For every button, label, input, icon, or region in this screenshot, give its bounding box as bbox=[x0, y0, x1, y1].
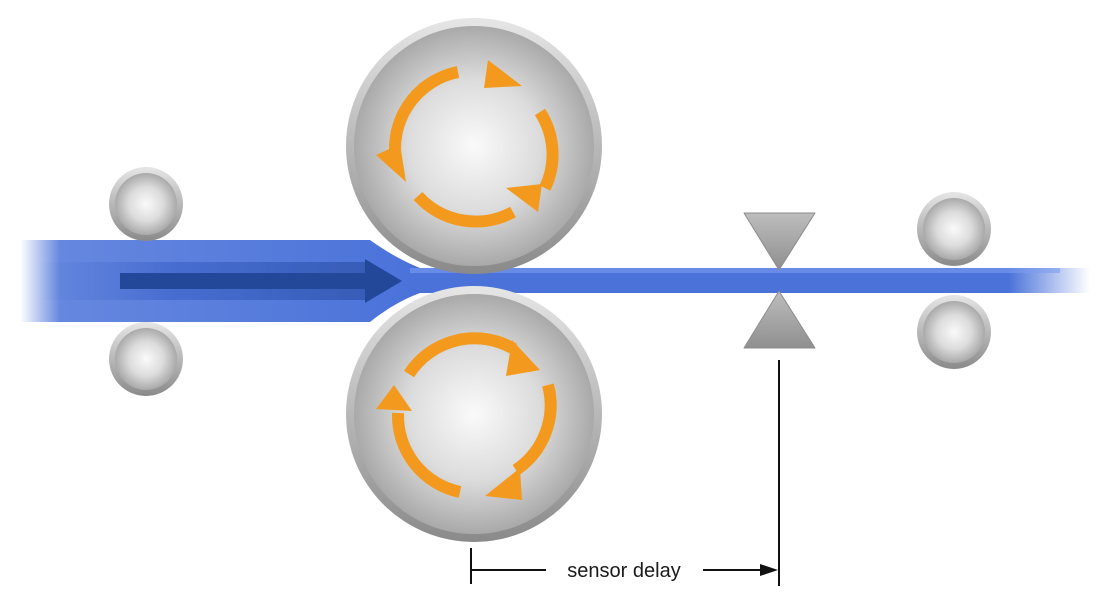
outgoing-strip-highlight bbox=[410, 268, 1060, 273]
thickness-sensor bbox=[743, 212, 816, 349]
sensor-delay-dimension bbox=[470, 360, 780, 586]
rotation-arrows-lower-icon bbox=[391, 332, 557, 498]
sensor-top-triangle-icon bbox=[743, 212, 816, 271]
sensor-bottom-triangle-icon bbox=[743, 290, 816, 349]
upper-work-roll bbox=[346, 18, 602, 274]
sensor-delay-label: sensor delay bbox=[567, 560, 680, 582]
support-roll-bottom-right bbox=[917, 295, 991, 369]
support-roll-top-right bbox=[917, 192, 991, 266]
lower-work-roll bbox=[346, 286, 602, 542]
support-roll-top-left bbox=[109, 167, 183, 241]
support-roll-bottom-left bbox=[109, 322, 183, 396]
direction-arrow-icon bbox=[120, 259, 402, 303]
dimension-arrowhead-icon bbox=[760, 564, 778, 576]
